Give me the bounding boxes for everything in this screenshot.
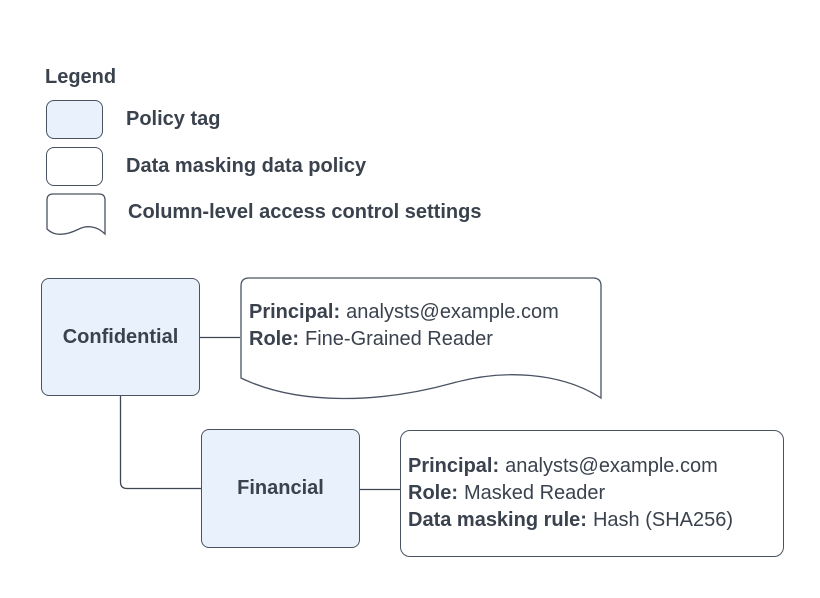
access-control-settings-text: Principal:analysts@example.com Role: Fine… bbox=[249, 299, 559, 353]
policy-line-value: Hash (SHA256) bbox=[592, 509, 734, 531]
policy-line: Role: Fine-Grained Reader bbox=[249, 326, 559, 353]
policy-line-label: Role: bbox=[249, 328, 299, 350]
access-control-settings-document-shape bbox=[240, 277, 602, 400]
policy-line-value: analysts@example.com bbox=[346, 301, 559, 323]
policy-tag-financial: Financial bbox=[201, 429, 360, 548]
legend-item-label: Data masking data policy bbox=[126, 154, 367, 177]
policy-line-value: Masked Reader bbox=[464, 482, 606, 504]
legend-item-access-control-settings: Column-level access control settings bbox=[46, 192, 482, 237]
legend-item-label: Column-level access control settings bbox=[128, 201, 482, 223]
policy-tag-confidential: Confidential bbox=[41, 278, 200, 396]
document-swatch-icon bbox=[46, 192, 106, 236]
policy-line: Principal:analysts@example.com bbox=[249, 299, 559, 326]
policy-line-label: Role: bbox=[408, 482, 458, 504]
data-policy-swatch-icon bbox=[46, 146, 103, 186]
policy-line-label: Principal: bbox=[408, 455, 500, 477]
policy-line-label: Data masking rule: bbox=[408, 509, 587, 531]
policy-tag-swatch-icon bbox=[46, 99, 103, 139]
connector-confidential-to-financial bbox=[119, 396, 201, 490]
policy-line: Principal:analysts@example.com bbox=[408, 453, 783, 480]
policy-line-value: Fine-Grained Reader bbox=[305, 328, 493, 350]
legend-item-data-masking-policy: Data masking data policy bbox=[46, 146, 366, 186]
policy-line-label: Principal: bbox=[249, 301, 341, 323]
policy-line: Role: Masked Reader bbox=[408, 480, 783, 507]
legend-item-policy-tag: Policy tag bbox=[46, 99, 220, 139]
policy-line: Data masking rule:Hash (SHA256) bbox=[408, 507, 783, 534]
policy-line-value: analysts@example.com bbox=[505, 455, 718, 477]
legend-item-label: Policy tag bbox=[126, 107, 221, 130]
legend-title: Legend bbox=[45, 66, 117, 88]
data-masking-policy-box: Principal:analysts@example.com Role: Mask… bbox=[400, 430, 784, 557]
